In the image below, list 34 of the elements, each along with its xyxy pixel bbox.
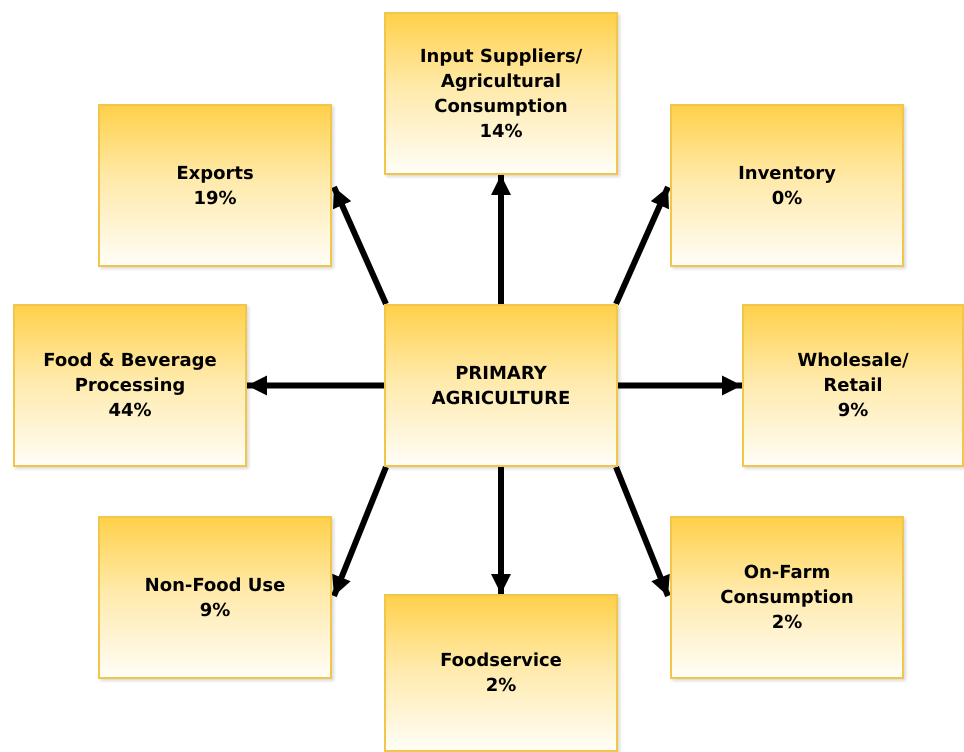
percentage-label: 19% xyxy=(192,186,238,210)
percentage-label: 9% xyxy=(836,399,870,423)
box-label: Input Suppliers/ Agricultural Consumption xyxy=(418,44,584,118)
category-box xyxy=(670,104,904,267)
category-box xyxy=(384,12,618,175)
arrow xyxy=(618,376,742,396)
category-box xyxy=(384,594,618,752)
box-label: Foodservice xyxy=(439,649,563,673)
box-label: On-Farm Consumption xyxy=(719,561,855,610)
box-label: Inventory xyxy=(737,162,837,186)
arrow xyxy=(491,175,511,304)
category-box xyxy=(98,516,332,679)
percentage-label: 14% xyxy=(478,120,524,144)
central-box xyxy=(384,304,618,467)
box-label: Food & Beverage Processing xyxy=(42,349,218,398)
arrow xyxy=(331,466,389,598)
percentage-label: 44% xyxy=(107,399,153,423)
percentage-label: 2% xyxy=(484,674,518,698)
box-label: Wholesale/ Retail xyxy=(796,349,910,398)
category-box xyxy=(13,304,247,467)
arrow xyxy=(491,467,511,594)
percentage-label: 2% xyxy=(770,611,804,635)
arrow xyxy=(613,186,671,306)
category-box xyxy=(98,104,332,267)
category-box xyxy=(670,516,904,679)
percentage-label: 0% xyxy=(770,186,804,210)
arrow xyxy=(247,376,384,396)
arrow xyxy=(613,466,671,598)
box-label: Exports xyxy=(175,162,255,186)
percentage-label: 9% xyxy=(198,598,232,622)
box-label: Non-Food Use xyxy=(144,574,286,598)
category-box xyxy=(742,304,964,467)
arrow xyxy=(331,186,389,306)
box-label: PRIMARY AGRICULTURE xyxy=(430,362,572,410)
